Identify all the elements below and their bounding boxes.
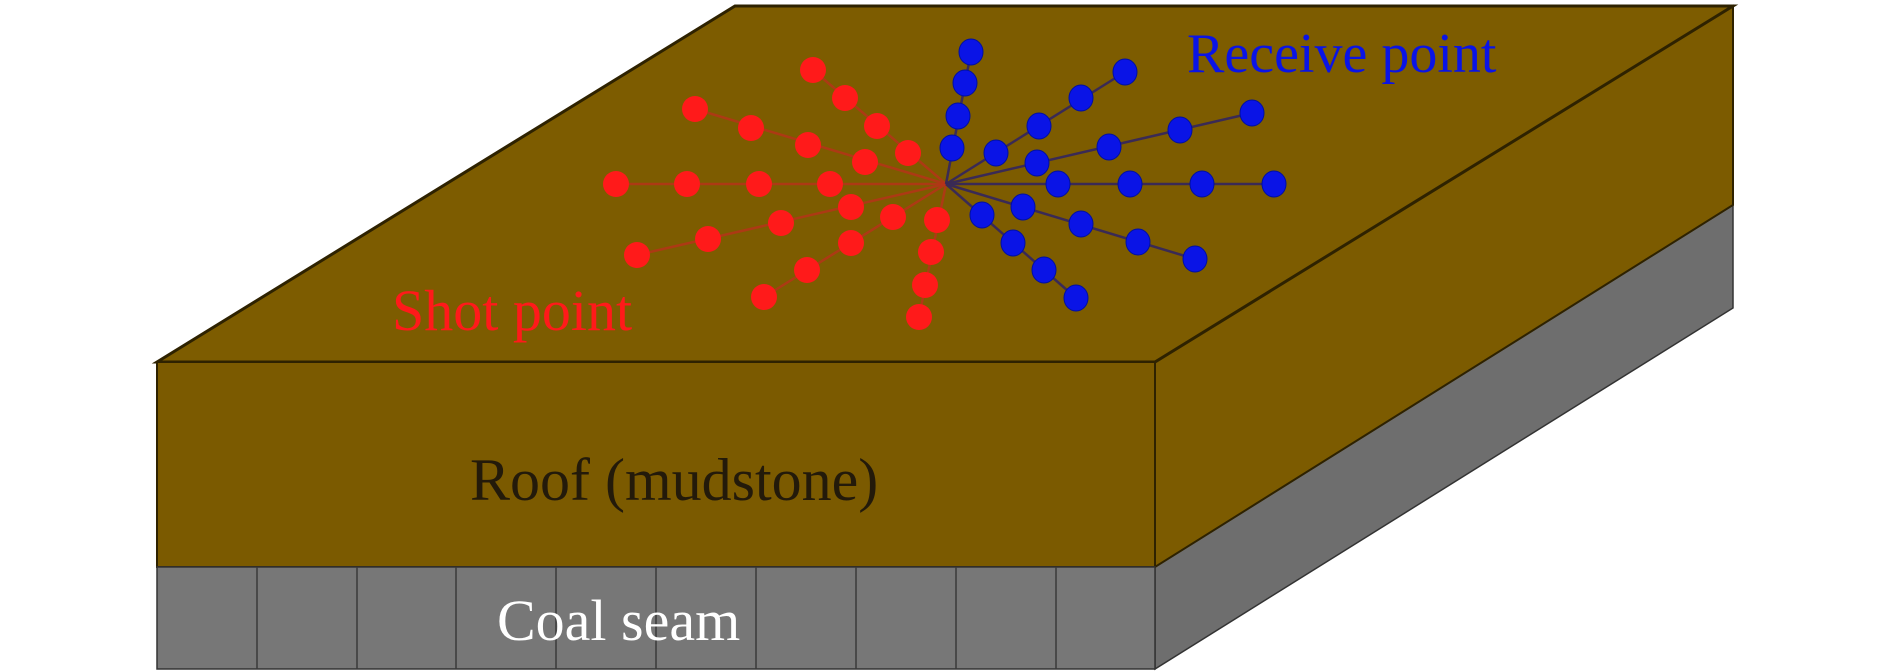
receive-point-marker xyxy=(1068,210,1094,238)
receive-point-marker xyxy=(1000,229,1026,257)
shot-point-marker xyxy=(794,257,820,283)
receive-point-marker xyxy=(1045,170,1071,198)
receive-point-label: Receive point xyxy=(1187,23,1497,85)
receive-point-marker xyxy=(952,69,978,97)
shot-point-marker xyxy=(880,204,906,230)
shot-point-marker xyxy=(912,272,938,298)
receive-point-marker xyxy=(983,139,1009,167)
receive-point-marker xyxy=(1261,170,1287,198)
receive-point-marker xyxy=(1068,84,1094,112)
shot-point-marker xyxy=(918,239,944,265)
shot-point-marker xyxy=(624,242,650,268)
receive-point-marker xyxy=(958,38,984,66)
receive-point-marker xyxy=(1026,112,1052,140)
receive-point-marker xyxy=(1125,228,1151,256)
receive-point-marker xyxy=(1063,284,1089,312)
roof-front-face xyxy=(156,361,1156,568)
shot-point-marker xyxy=(924,207,950,233)
receive-point-marker xyxy=(939,134,965,162)
receive-point-marker xyxy=(1167,116,1193,144)
shot-point-marker xyxy=(852,149,878,175)
shot-point-marker xyxy=(768,210,794,236)
shot-point-marker xyxy=(603,171,629,197)
shot-point-marker xyxy=(751,284,777,310)
roof-label: Roof (mudstone) xyxy=(470,447,878,513)
receive-point-marker xyxy=(1024,149,1050,177)
receive-point-marker xyxy=(1010,193,1036,221)
shot-point-marker xyxy=(906,304,932,330)
shot-point-marker xyxy=(895,140,921,166)
shot-point-marker xyxy=(682,96,708,122)
shot-point-marker xyxy=(817,171,843,197)
shot-point-marker xyxy=(838,194,864,220)
receive-point-marker xyxy=(1189,170,1215,198)
shot-point-marker xyxy=(800,57,826,83)
receive-point-marker xyxy=(1182,245,1208,273)
receive-point-marker xyxy=(1112,58,1138,86)
receive-point-marker xyxy=(1096,133,1122,161)
coal-seam-label: Coal seam xyxy=(497,588,740,653)
shot-point-label: Shot point xyxy=(392,278,632,343)
coal-block-dividers xyxy=(256,567,1057,669)
receive-point-marker xyxy=(969,201,995,229)
shot-point-marker xyxy=(832,85,858,111)
shot-point-marker xyxy=(838,230,864,256)
shot-point-marker xyxy=(695,226,721,252)
receive-point-marker xyxy=(1117,170,1143,198)
shot-point-marker xyxy=(795,132,821,158)
shot-point-marker xyxy=(864,113,890,139)
receive-point-marker xyxy=(1239,99,1265,127)
survey-points xyxy=(603,38,1287,330)
shot-point-marker xyxy=(746,171,772,197)
receive-point-marker xyxy=(1031,256,1057,284)
receive-point-marker xyxy=(945,102,971,130)
shot-point-marker xyxy=(674,171,700,197)
shot-point-marker xyxy=(738,115,764,141)
